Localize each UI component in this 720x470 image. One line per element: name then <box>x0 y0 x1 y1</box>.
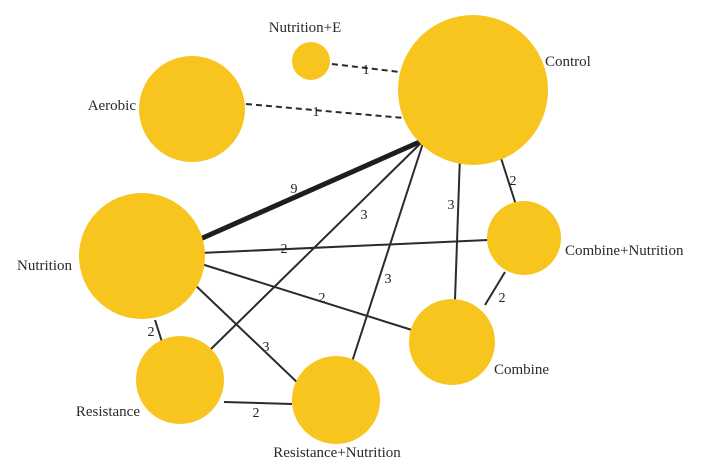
edge-control-combine-nutrition <box>499 154 517 206</box>
edge-nutrition-combine-nutrition <box>199 239 489 254</box>
edge-nutrition-resistance-nutrition <box>192 282 301 386</box>
edge-label-control-nutrition: 9 <box>291 182 298 197</box>
edge-resistance-resistance-nutrition <box>223 401 293 405</box>
edge-control-aerobic <box>245 103 405 119</box>
edge-control-resistance-nutrition <box>349 139 425 369</box>
edge-label-combine-combine-nutrition: 2 <box>499 291 506 306</box>
label-nutrition-e: Nutrition+E <box>269 20 342 36</box>
edge-label-control-combine: 3 <box>448 198 455 213</box>
edge-label-control-resistance: 3 <box>361 208 368 223</box>
edge-control-nutrition <box>196 137 426 243</box>
edge-control-resistance <box>209 139 425 351</box>
edge-label-control-nutrition-e: 1 <box>363 63 370 78</box>
edge-labels: 1 1 9 3 3 3 2 2 2 2 3 2 2 <box>148 63 517 421</box>
edge-label-nutrition-resistance: 2 <box>148 325 155 340</box>
label-control: Control <box>545 54 591 70</box>
edge-label-nutrition-resistance-nutrition: 3 <box>263 340 270 355</box>
edge-control-nutrition-e <box>331 63 401 73</box>
label-resistance-nutrition: Resistance+Nutrition <box>273 445 401 461</box>
node-control <box>398 15 548 165</box>
node-combine-nutrition <box>487 201 561 275</box>
label-combine: Combine <box>494 362 549 378</box>
label-combine-nutrition: Combine+Nutrition <box>565 243 684 259</box>
edge-label-control-resistance-nutrition: 3 <box>385 272 392 287</box>
label-nutrition: Nutrition <box>17 258 72 274</box>
nodes <box>79 15 561 444</box>
node-combine <box>409 299 495 385</box>
node-resistance <box>136 336 224 424</box>
edge-label-nutrition-combine-nutrition: 2 <box>281 242 288 257</box>
edge-nutrition-combine <box>194 261 413 331</box>
node-resistance-nutrition <box>292 356 380 444</box>
node-nutrition <box>79 193 205 319</box>
edge-label-nutrition-combine: 2 <box>319 291 326 306</box>
edge-control-combine <box>454 154 461 301</box>
edge-combine-combine-nutrition <box>484 271 506 306</box>
node-aerobic <box>139 56 245 162</box>
edge-label-resistance-resistance-nutrition: 2 <box>253 406 260 421</box>
edge-label-control-aerobic: 1 <box>313 105 320 120</box>
edge-label-control-combine-nutrition: 2 <box>510 174 517 189</box>
edges <box>154 63 517 405</box>
label-aerobic: Aerobic <box>88 98 137 114</box>
label-resistance: Resistance <box>76 404 140 420</box>
node-labels: Nutrition+E Control Aerobic Nutrition Co… <box>17 20 684 461</box>
node-nutrition-e <box>292 42 330 80</box>
